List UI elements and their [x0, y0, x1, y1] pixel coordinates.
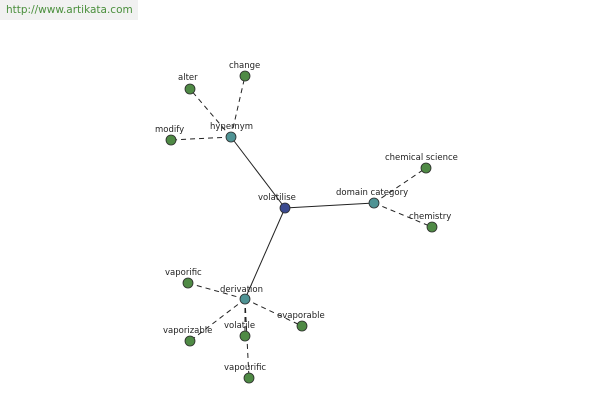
edge-domain-category-chemistry [373, 202, 433, 228]
graph-labels: volatilise hypernym alter change modify domai… [155, 61, 458, 373]
source-url[interactable]: http://www.artikata.com [0, 0, 138, 20]
label-chemistry[interactable]: chemistry [409, 212, 451, 222]
node-volatile[interactable] [239, 330, 251, 342]
label-alter[interactable]: alter [178, 73, 198, 83]
graph-edges [170, 75, 433, 379]
edge-volatilise-derivation [244, 207, 286, 300]
edge-derivation-vaporizable [189, 298, 246, 342]
label-modify[interactable]: modify [155, 125, 184, 135]
node-vapourific[interactable] [243, 372, 255, 384]
label-vaporizable[interactable]: vaporizable [163, 326, 212, 336]
edge-hypernym-change [230, 75, 246, 138]
edge-derivation-evaporable [244, 298, 303, 327]
label-evaporable[interactable]: evaporable [277, 311, 325, 321]
label-volatile[interactable]: volatile [224, 321, 255, 331]
edge-hypernym-modify [170, 136, 232, 141]
edge-domain-category-chemical-science [373, 167, 427, 204]
label-hypernym[interactable]: hypernym [210, 122, 253, 132]
edge-volatilise-hypernym [230, 136, 286, 209]
label-volatilise[interactable]: volatilise [258, 193, 296, 203]
edge-volatilise-domain-category [284, 202, 375, 209]
node-derivation[interactable] [239, 293, 251, 305]
label-vaporific[interactable]: vaporific [165, 268, 202, 278]
edge-hypernym-alter [189, 88, 232, 138]
label-chemical-science[interactable]: chemical science [385, 153, 458, 163]
label-vapourific[interactable]: vapourific [224, 363, 266, 373]
node-domain-category[interactable] [368, 197, 380, 209]
node-alter[interactable] [184, 83, 196, 95]
label-derivation[interactable]: derivation [220, 285, 263, 295]
node-vaporizable[interactable] [184, 335, 196, 347]
node-change[interactable] [239, 70, 251, 82]
label-domain-category[interactable]: domain category [336, 188, 408, 198]
node-evaporable[interactable] [296, 320, 308, 332]
node-chemical-science[interactable] [420, 162, 432, 174]
node-hypernym[interactable] [225, 131, 237, 143]
graph-nodes [165, 70, 438, 384]
node-modify[interactable] [165, 134, 177, 146]
edge-derivation-vaporific [187, 282, 246, 300]
node-chemistry[interactable] [426, 221, 438, 233]
label-change[interactable]: change [229, 61, 260, 71]
node-volatilise[interactable] [279, 202, 291, 214]
node-vaporific[interactable] [182, 277, 194, 289]
